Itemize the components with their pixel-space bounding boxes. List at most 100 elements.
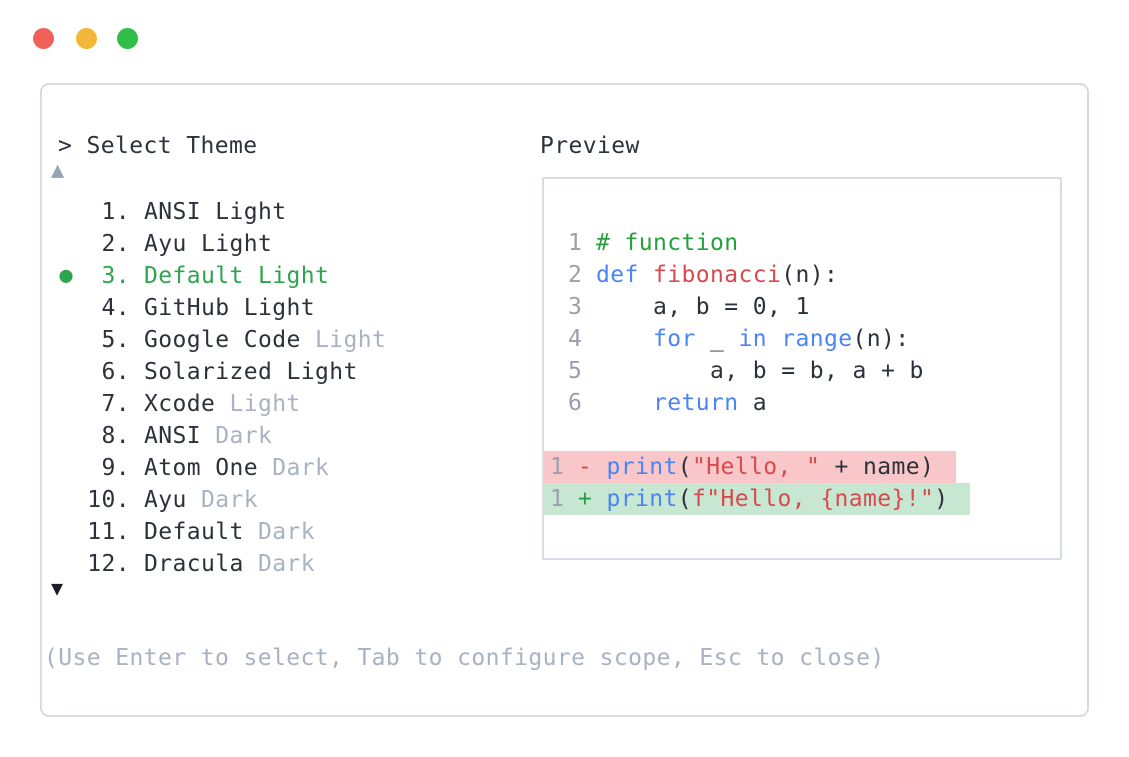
theme-option-9[interactable]: 9.Atom One Dark xyxy=(45,452,386,484)
token-string: f"Hello, {name}!" xyxy=(692,486,935,512)
code-tokens: for _ in range(n): xyxy=(596,326,910,352)
token-diff-add: + xyxy=(578,486,593,512)
theme-option-11[interactable]: 11.Default Dark xyxy=(45,516,386,548)
theme-name-dim-suffix: Dark xyxy=(257,455,330,481)
code-tokens: a, b = b, a + b xyxy=(596,358,924,384)
theme-name-dim-suffix: Dark xyxy=(243,551,315,577)
line-number: 3 xyxy=(568,294,583,320)
marker-placeholder xyxy=(45,484,73,516)
token-keyword: return xyxy=(653,390,739,416)
theme-option-5[interactable]: 5.Google Code Light xyxy=(45,324,386,356)
token-plain: ) xyxy=(934,486,949,512)
theme-option-12[interactable]: 12.Dracula Dark xyxy=(45,548,386,580)
diff-added-line: 1+ print(f"Hello, {name}!") xyxy=(544,483,971,515)
token-plain: (n): xyxy=(781,262,839,288)
theme-number: 6. xyxy=(101,359,130,385)
marker-placeholder xyxy=(45,356,73,388)
line-number: 5 xyxy=(568,358,583,384)
code-line-3: 3 a, b = 0, 1 xyxy=(544,291,810,323)
code-line-6: 6 return a xyxy=(544,387,767,419)
theme-option-4[interactable]: 4. GitHub Light xyxy=(45,292,386,324)
marker-placeholder xyxy=(45,420,73,452)
token-plain xyxy=(592,486,606,512)
theme-name: Ayu xyxy=(144,487,187,513)
theme-option-7[interactable]: 7. Xcode Light xyxy=(45,388,386,420)
theme-name: Default Light xyxy=(144,263,330,289)
token-plain xyxy=(639,262,653,288)
theme-number: 5. xyxy=(101,327,130,353)
line-number: 6 xyxy=(568,390,583,416)
theme-name: ANSI xyxy=(144,423,201,449)
code-tokens: - print("Hello, " + name) xyxy=(578,454,934,480)
token-plain xyxy=(596,390,653,416)
theme-number: 7. xyxy=(101,391,130,417)
code-blank-line xyxy=(544,419,596,451)
theme-option-2[interactable]: 2. Ayu Light xyxy=(45,228,386,260)
code-tokens: a, b = 0, 1 xyxy=(596,294,810,320)
marker-placeholder xyxy=(45,228,73,260)
theme-name-dim-suffix: Light xyxy=(300,327,387,353)
marker-placeholder xyxy=(45,292,73,324)
marker-placeholder xyxy=(45,196,73,228)
theme-option-6[interactable]: 6. Solarized Light xyxy=(45,356,386,388)
theme-option-3[interactable]: ● 3. Default Light xyxy=(45,260,386,292)
code-line-4: 4 for _ in range(n): xyxy=(544,323,910,355)
theme-number: 3. xyxy=(101,263,130,289)
theme-name: ANSI Light xyxy=(144,199,287,225)
line-number: 1 xyxy=(550,454,565,480)
selected-marker-dot-icon: ● xyxy=(59,263,73,288)
theme-name: GitHub Light xyxy=(144,295,315,321)
token-plain: a xyxy=(738,390,767,416)
token-plain: a, b = b, a + b xyxy=(596,358,924,384)
theme-option-8[interactable]: 8. ANSI Dark xyxy=(45,420,386,452)
token-plain: + name) xyxy=(820,454,935,480)
theme-number: 2. xyxy=(101,231,130,257)
token-keyword: print xyxy=(606,486,678,512)
theme-option-1[interactable]: 1. ANSI Light xyxy=(45,196,386,228)
theme-name: Ayu Light xyxy=(144,231,273,257)
theme-number: 4. xyxy=(101,295,130,321)
code-tokens: def fibonacci(n): xyxy=(596,262,838,288)
theme-name-dim-suffix: Light xyxy=(215,391,301,417)
diff-removed-line: 1 - print("Hello, " + name) xyxy=(544,451,957,483)
preview-title: Preview xyxy=(540,133,640,159)
token-plain: a, b = 0, 1 xyxy=(596,294,810,320)
token-keyword: def xyxy=(596,262,639,288)
token-string: "Hello, " xyxy=(692,454,821,480)
code-tokens: return a xyxy=(596,390,767,416)
theme-picker-panel: > Select Theme Preview ▲ 1. ANSI Light 2. A… xyxy=(40,83,1089,717)
theme-name: Xcode xyxy=(144,391,216,417)
line-number: 1 xyxy=(550,486,565,512)
marker-placeholder xyxy=(45,452,73,484)
token-keyword: print xyxy=(606,454,678,480)
theme-name: Solarized Light xyxy=(144,359,358,385)
theme-name: Default xyxy=(144,519,244,545)
token-function: fibonacci xyxy=(653,262,782,288)
token-keyword: for xyxy=(653,326,696,352)
token-plain: _ xyxy=(695,326,739,352)
theme-number: 8. xyxy=(101,423,130,449)
close-button[interactable] xyxy=(33,28,54,49)
theme-option-10[interactable]: 10.Ayu Dark xyxy=(45,484,386,516)
theme-number: 9. xyxy=(101,455,130,481)
token-plain xyxy=(596,326,653,352)
token-keyword: in xyxy=(738,326,767,352)
token-plain: (n): xyxy=(852,326,910,352)
line-number: 1 xyxy=(568,230,583,256)
marker-placeholder xyxy=(45,388,73,420)
minimize-button[interactable] xyxy=(76,28,97,49)
theme-name-dim-suffix: Dark xyxy=(243,519,315,545)
theme-name-dim-suffix: Dark xyxy=(201,423,273,449)
marker-placeholder xyxy=(45,324,73,356)
token-diff-del: - xyxy=(578,454,593,480)
scroll-down-indicator-icon[interactable]: ▼ xyxy=(51,576,64,600)
zoom-button[interactable] xyxy=(117,28,138,49)
marker-placeholder xyxy=(45,516,73,548)
scroll-up-indicator-icon[interactable]: ▲ xyxy=(51,158,65,183)
theme-picker-prompt[interactable]: > Select Theme xyxy=(58,133,258,159)
theme-number: 1. xyxy=(101,199,130,225)
